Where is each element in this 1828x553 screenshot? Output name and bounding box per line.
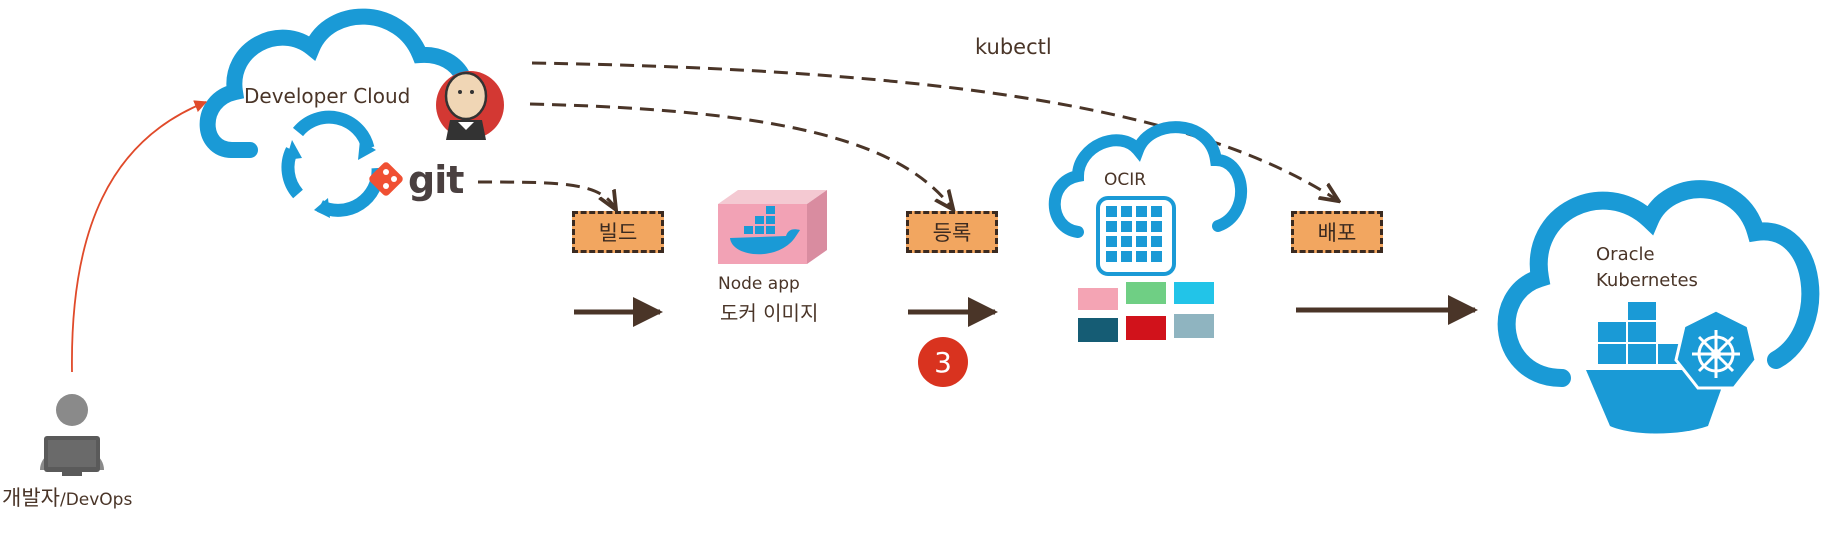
developer-cloud-label: Developer Cloud <box>244 84 411 108</box>
register-step-label: 등록 <box>932 221 972 245</box>
oracle-kubernetes-label-line1: Oracle <box>1596 244 1655 265</box>
developer-label: 개발자/DevOps <box>2 482 132 512</box>
ocir-label: OCIR <box>1104 170 1147 190</box>
docker-image-label-line1: Node app <box>718 274 800 294</box>
oracle-kubernetes-cloud-icon <box>1497 180 1820 387</box>
register-step-box: 등록 <box>906 211 998 253</box>
step-number-badge: 3 <box>918 337 968 387</box>
kubectl-to-deploy-arrow <box>531 61 1337 200</box>
developer-person-icon <box>40 394 104 476</box>
kubernetes-helm-icon <box>1674 308 1758 390</box>
git-to-build-arrow <box>477 180 615 208</box>
build-step-box: 빌드 <box>572 211 664 253</box>
sync-cycle-icon <box>281 110 385 218</box>
container-ship-icon <box>1586 302 1728 434</box>
registry-grid-icon <box>1096 196 1176 276</box>
docker-image-label-line2: 도커 이미지 <box>720 301 819 325</box>
developer-label-sub: /DevOps <box>59 490 133 510</box>
developer-to-cloud-arrow <box>71 100 208 373</box>
kubectl-label: kubectl <box>975 35 1052 59</box>
deploy-step-label: 배포 <box>1317 221 1357 245</box>
developer-label-main: 개발자 <box>2 486 60 510</box>
developer-cloud-icon <box>199 8 475 158</box>
oracle-kubernetes-label-line2: Kubernetes <box>1596 270 1698 291</box>
docker-image-icon <box>718 190 827 264</box>
jenkins-to-register-arrow <box>529 102 952 208</box>
build-step-label: 빌드 <box>598 221 638 245</box>
container-stack-icon <box>1078 282 1214 342</box>
ocir-cloud-icon <box>1048 121 1248 238</box>
deploy-step-box: 배포 <box>1291 211 1383 253</box>
jenkins-icon <box>436 71 504 140</box>
git-icon <box>369 162 403 196</box>
git-label: git <box>408 158 464 202</box>
